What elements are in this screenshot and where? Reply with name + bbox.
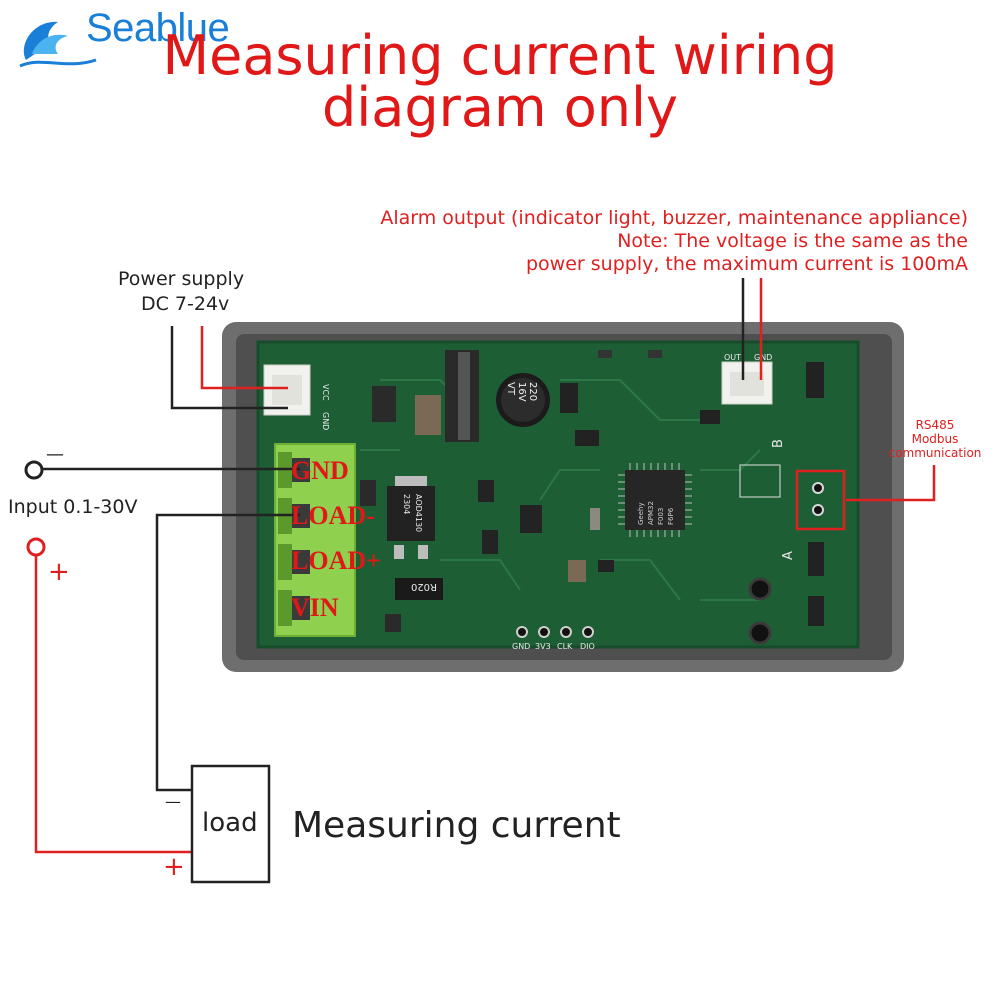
svg-text:APM32: APM32 [647, 501, 655, 525]
terminal-gnd: GND [291, 456, 349, 485]
svg-text:Geehy: Geehy [637, 502, 645, 525]
svg-text:AOD4130: AOD4130 [414, 494, 423, 532]
svg-text:220: 220 [527, 382, 538, 401]
header-pads [516, 626, 594, 638]
mcu-chip [625, 470, 685, 530]
page-title-line2: diagram only [322, 76, 678, 139]
alarm-pin-out: OUT [724, 353, 741, 362]
rs485-label-line3: communication [888, 446, 982, 460]
power-supply-label-line1: Power supply [118, 268, 245, 290]
input-plus-terminal [26, 537, 46, 557]
load-minus-sign: — [165, 792, 181, 811]
svg-text:VT: VT [505, 382, 516, 396]
alarm-label-line2: Note: The voltage is the same as the [617, 230, 968, 252]
rs485-label-line1: RS485 [915, 418, 955, 432]
rs485-label-line2: Modbus [911, 432, 959, 446]
pin-b-label: B [771, 439, 786, 448]
power-wire-red [200, 326, 288, 390]
mosfet [387, 486, 435, 541]
terminal-load-minus: LOAD- [291, 501, 375, 530]
terminal-load-plus: LOAD+ [291, 546, 381, 575]
input-minus-sign: — [46, 444, 64, 465]
power-pin-gnd: GND [321, 412, 330, 430]
svg-text:F6P6: F6P6 [667, 507, 675, 525]
input-voltage-label: Input 0.1-30V [8, 496, 138, 518]
svg-text:16V: 16V [516, 382, 527, 402]
pin-a-label: A [781, 551, 796, 560]
input-plus-sign: + [48, 557, 70, 587]
load-label: load [202, 808, 258, 838]
alarm-label-line1: Alarm output (indicator light, buzzer, m… [380, 207, 968, 229]
measuring-current-label: Measuring current [292, 805, 621, 846]
input-plus-wire [34, 555, 192, 854]
header-pin-2: CLK [557, 642, 573, 651]
rs485-highlight-box [795, 469, 846, 531]
svg-text:F003: F003 [657, 508, 665, 525]
terminal-vin: VIN [291, 593, 339, 622]
power-pin-vcc: VCC [321, 384, 330, 401]
input-minus-terminal [24, 460, 44, 480]
seablue-logo-wave-icon [19, 21, 97, 68]
svg-text:2304: 2304 [402, 494, 411, 514]
page-title-line1: Measuring current wiring [162, 24, 838, 87]
alarm-pin-gnd: GND [754, 353, 772, 362]
header-pin-0: GND [512, 642, 530, 651]
header-pin-1: 3V3 [535, 642, 551, 651]
load-plus-sign: + [163, 852, 185, 882]
brand-name: Seablue [86, 6, 230, 50]
load-minus-wire [155, 513, 300, 792]
shunt-resistor [395, 578, 443, 600]
power-wire-black [170, 326, 288, 410]
alarm-label-line3: power supply, the maximum current is 100… [526, 253, 968, 275]
power-supply-label-line2: DC 7-24v [141, 293, 230, 315]
load-box [190, 764, 271, 884]
svg-text:R020: R020 [411, 581, 437, 592]
header-pin-3: DIO [580, 642, 595, 651]
rs485-label: RS485 Modbus communication [880, 418, 990, 460]
